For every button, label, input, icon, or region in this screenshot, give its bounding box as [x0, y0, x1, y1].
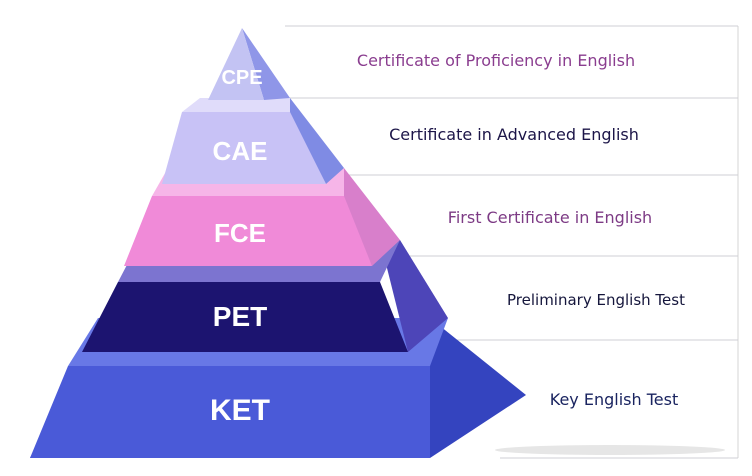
tier-fce-side [328, 168, 400, 266]
tier-fce-front [124, 196, 372, 266]
tier-cae-front [162, 112, 326, 184]
tier-cae-label: CAE [213, 136, 268, 166]
floor-shadow [495, 445, 725, 455]
tier-pet-label: PET [213, 301, 267, 332]
description-pet: Preliminary English Test [507, 291, 685, 309]
tier-cpe-side [242, 28, 290, 100]
tier-pet-side [380, 240, 448, 352]
row-dividers [285, 25, 738, 459]
tier-fce-label: FCE [214, 218, 266, 248]
description-cpe: Certificate of Proficiency in English [357, 51, 635, 70]
tier-fce: FCE [124, 168, 400, 266]
tier-cpe-front [208, 28, 264, 100]
tier-ket: KET [30, 318, 526, 458]
tier-cpe: CPE [208, 28, 290, 100]
tier-cae-side [282, 98, 344, 184]
tier-ket-label: KET [210, 394, 270, 427]
description-cae: Certificate in Advanced English [389, 125, 639, 144]
tier-pet-front [82, 282, 408, 352]
tier-ket-front [30, 366, 430, 458]
tier-cae-top [182, 98, 290, 112]
tier-cae: CAE [162, 98, 344, 184]
description-fce: First Certificate in English [448, 208, 652, 227]
tier-cpe-label: CPE [221, 67, 262, 89]
description-ket: Key English Test [550, 390, 678, 409]
